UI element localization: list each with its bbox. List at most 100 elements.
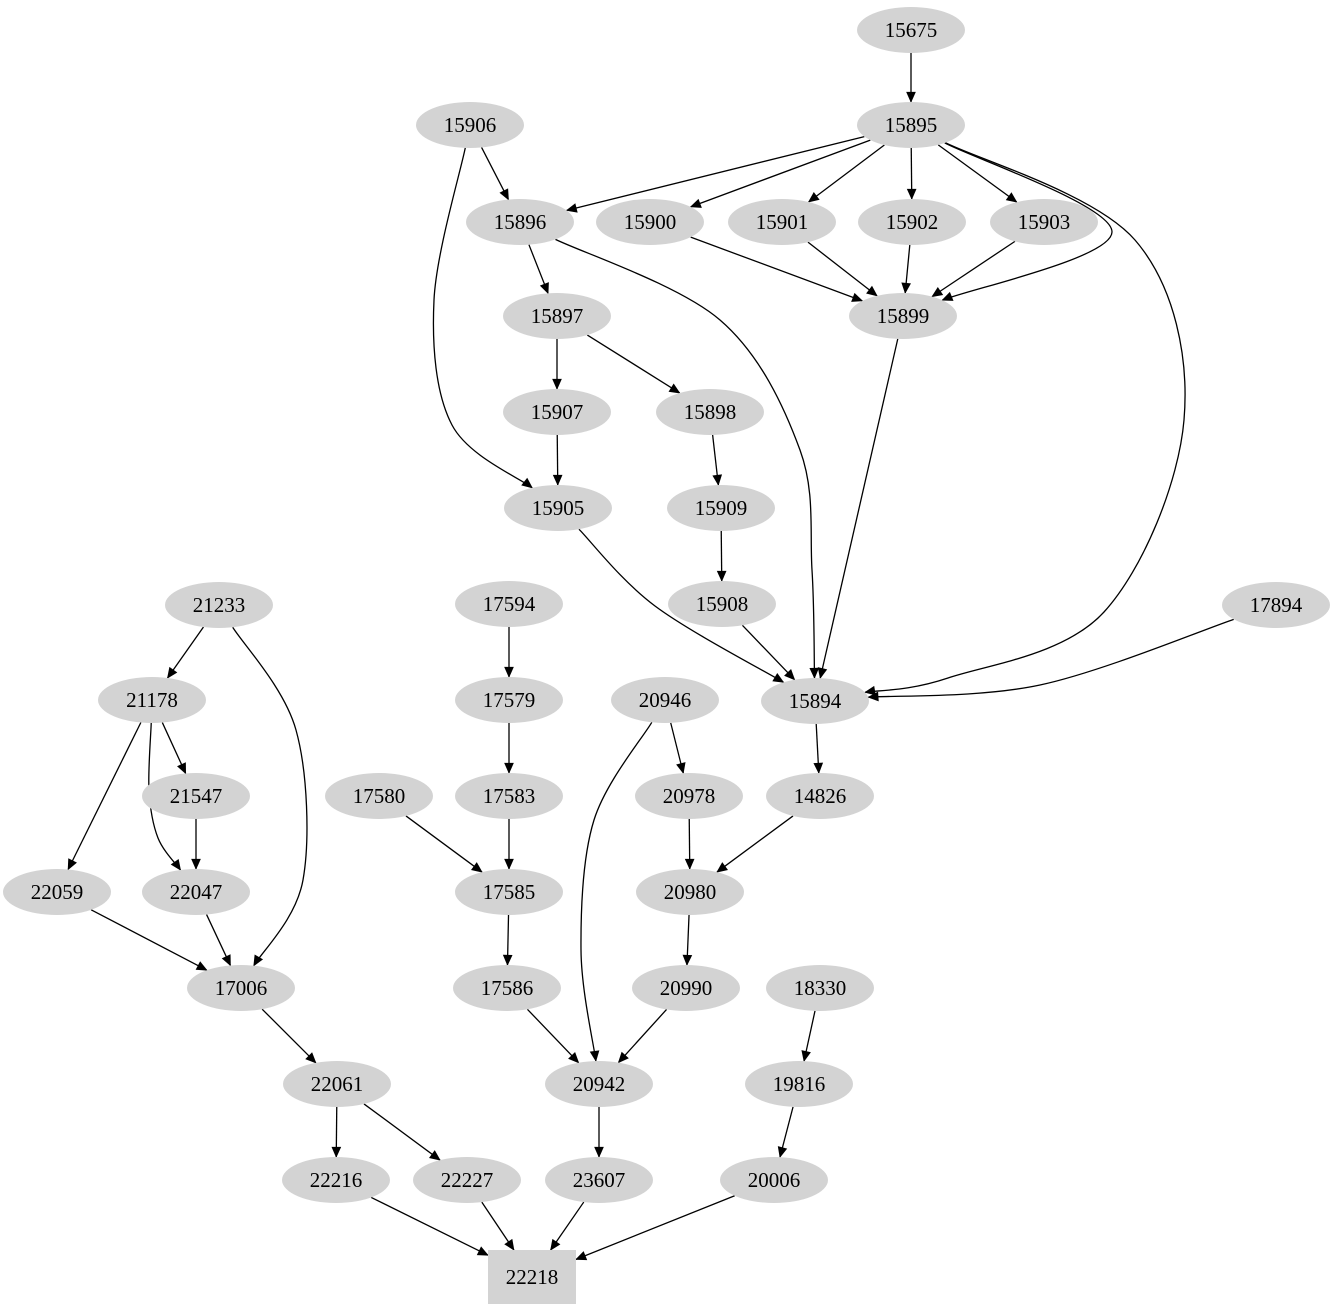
node-ellipse-17006 xyxy=(187,965,295,1011)
node-17594: 17594 xyxy=(455,581,563,627)
node-label-20978: 20978 xyxy=(663,784,716,808)
node-22047: 22047 xyxy=(142,869,250,915)
node-15906: 15906 xyxy=(416,102,524,148)
node-label-15909: 15909 xyxy=(695,496,748,520)
edge-15900-to-15899 xyxy=(690,236,864,302)
edge-19816-to-20006 xyxy=(777,1106,794,1158)
node-label-22047: 22047 xyxy=(170,880,223,904)
edge-15901-to-15899 xyxy=(807,241,878,297)
node-ellipse-17894 xyxy=(1222,582,1330,628)
edge-15906-to-15905 xyxy=(432,147,533,489)
node-label-15907: 15907 xyxy=(531,400,584,424)
edge-15906-to-15896 xyxy=(481,147,509,201)
node-ellipse-22047 xyxy=(142,869,250,915)
node-15898: 15898 xyxy=(656,389,764,435)
node-label-15899: 15899 xyxy=(877,304,930,328)
node-15897: 15897 xyxy=(503,293,611,339)
node-label-20006: 20006 xyxy=(748,1168,801,1192)
node-ellipse-23607 xyxy=(545,1157,653,1203)
node-20990: 20990 xyxy=(632,965,740,1011)
edges-layer xyxy=(67,53,1234,1261)
edge-17585-to-17586 xyxy=(502,914,513,966)
node-label-15898: 15898 xyxy=(684,400,737,424)
node-label-22059: 22059 xyxy=(31,880,84,904)
edge-22061-to-22227 xyxy=(363,1103,441,1161)
node-ellipse-22061 xyxy=(283,1061,391,1107)
node-15899: 15899 xyxy=(849,293,957,339)
edge-15899-to-15894 xyxy=(817,338,899,679)
node-ellipse-15906 xyxy=(416,102,524,148)
node-ellipse-14826 xyxy=(766,773,874,819)
node-21233: 21233 xyxy=(165,582,273,628)
edge-20006-to-22218 xyxy=(575,1195,735,1261)
node-ellipse-15902 xyxy=(858,199,966,245)
node-17585: 17585 xyxy=(455,869,563,915)
node-ellipse-15894 xyxy=(761,678,869,724)
node-15895: 15895 xyxy=(857,102,965,148)
node-ellipse-21233 xyxy=(165,582,273,628)
node-ellipse-20006 xyxy=(720,1157,828,1203)
node-15902: 15902 xyxy=(858,199,966,245)
node-label-17585: 17585 xyxy=(483,880,536,904)
edge-20978-to-20980 xyxy=(684,818,695,870)
node-label-19816: 19816 xyxy=(773,1072,826,1096)
node-label-23607: 23607 xyxy=(573,1168,626,1192)
node-15908: 15908 xyxy=(668,581,776,627)
edge-23607-to-22218 xyxy=(550,1201,585,1251)
edge-15898-to-15909 xyxy=(711,434,723,486)
node-15901: 15901 xyxy=(728,199,836,245)
node-label-15906: 15906 xyxy=(444,113,497,137)
node-22059: 22059 xyxy=(3,869,111,915)
node-label-15902: 15902 xyxy=(886,210,939,234)
edge-22047-to-17006 xyxy=(205,914,232,967)
node-18330: 18330 xyxy=(766,965,874,1011)
edge-20946-to-20978 xyxy=(670,722,686,774)
node-label-15894: 15894 xyxy=(789,689,842,713)
node-label-15896: 15896 xyxy=(494,210,547,234)
node-label-20946: 20946 xyxy=(639,688,692,712)
node-ellipse-17594 xyxy=(455,581,563,627)
node-label-21547: 21547 xyxy=(170,784,223,808)
node-label-15895: 15895 xyxy=(885,113,938,137)
node-ellipse-15900 xyxy=(596,199,704,245)
node-20978: 20978 xyxy=(635,773,743,819)
node-label-17583: 17583 xyxy=(483,784,536,808)
node-ellipse-17586 xyxy=(453,965,561,1011)
node-ellipse-17585 xyxy=(455,869,563,915)
edge-17586-to-20942 xyxy=(526,1008,580,1064)
edge-21233-to-21178 xyxy=(167,626,204,679)
edge-22061-to-22216 xyxy=(331,1106,342,1158)
edge-21178-to-21547 xyxy=(161,722,187,775)
edge-21233-to-17006 xyxy=(232,626,308,967)
node-label-15903: 15903 xyxy=(1018,210,1071,234)
node-ellipse-19816 xyxy=(745,1061,853,1107)
node-15909: 15909 xyxy=(667,485,775,531)
node-label-20942: 20942 xyxy=(573,1072,626,1096)
node-20946: 20946 xyxy=(611,677,719,723)
edge-21178-to-22059 xyxy=(67,722,142,871)
edge-20946-to-20942 xyxy=(580,721,653,1062)
edge-20980-to-20990 xyxy=(682,914,693,966)
edge-15895-to-15903 xyxy=(937,144,1018,203)
node-label-17894: 17894 xyxy=(1250,593,1303,617)
node-23607: 23607 xyxy=(545,1157,653,1203)
node-20006: 20006 xyxy=(720,1157,828,1203)
edge-15895-to-15896 xyxy=(565,135,865,213)
node-ellipse-22059 xyxy=(3,869,111,915)
node-15894: 15894 xyxy=(761,678,869,724)
node-label-17594: 17594 xyxy=(483,592,536,616)
node-ellipse-15901 xyxy=(728,199,836,245)
node-ellipse-17580 xyxy=(325,773,433,819)
edge-17006-to-22061 xyxy=(261,1008,317,1064)
node-19816: 19816 xyxy=(745,1061,853,1107)
node-ellipse-15675 xyxy=(857,7,965,53)
edge-14826-to-20980 xyxy=(716,815,794,873)
node-ellipse-20978 xyxy=(635,773,743,819)
node-label-17586: 17586 xyxy=(481,976,534,1000)
node-17579: 17579 xyxy=(455,677,563,723)
node-15896: 15896 xyxy=(466,199,574,245)
node-ellipse-20990 xyxy=(632,965,740,1011)
node-ellipse-15896 xyxy=(466,199,574,245)
node-label-15901: 15901 xyxy=(756,210,809,234)
